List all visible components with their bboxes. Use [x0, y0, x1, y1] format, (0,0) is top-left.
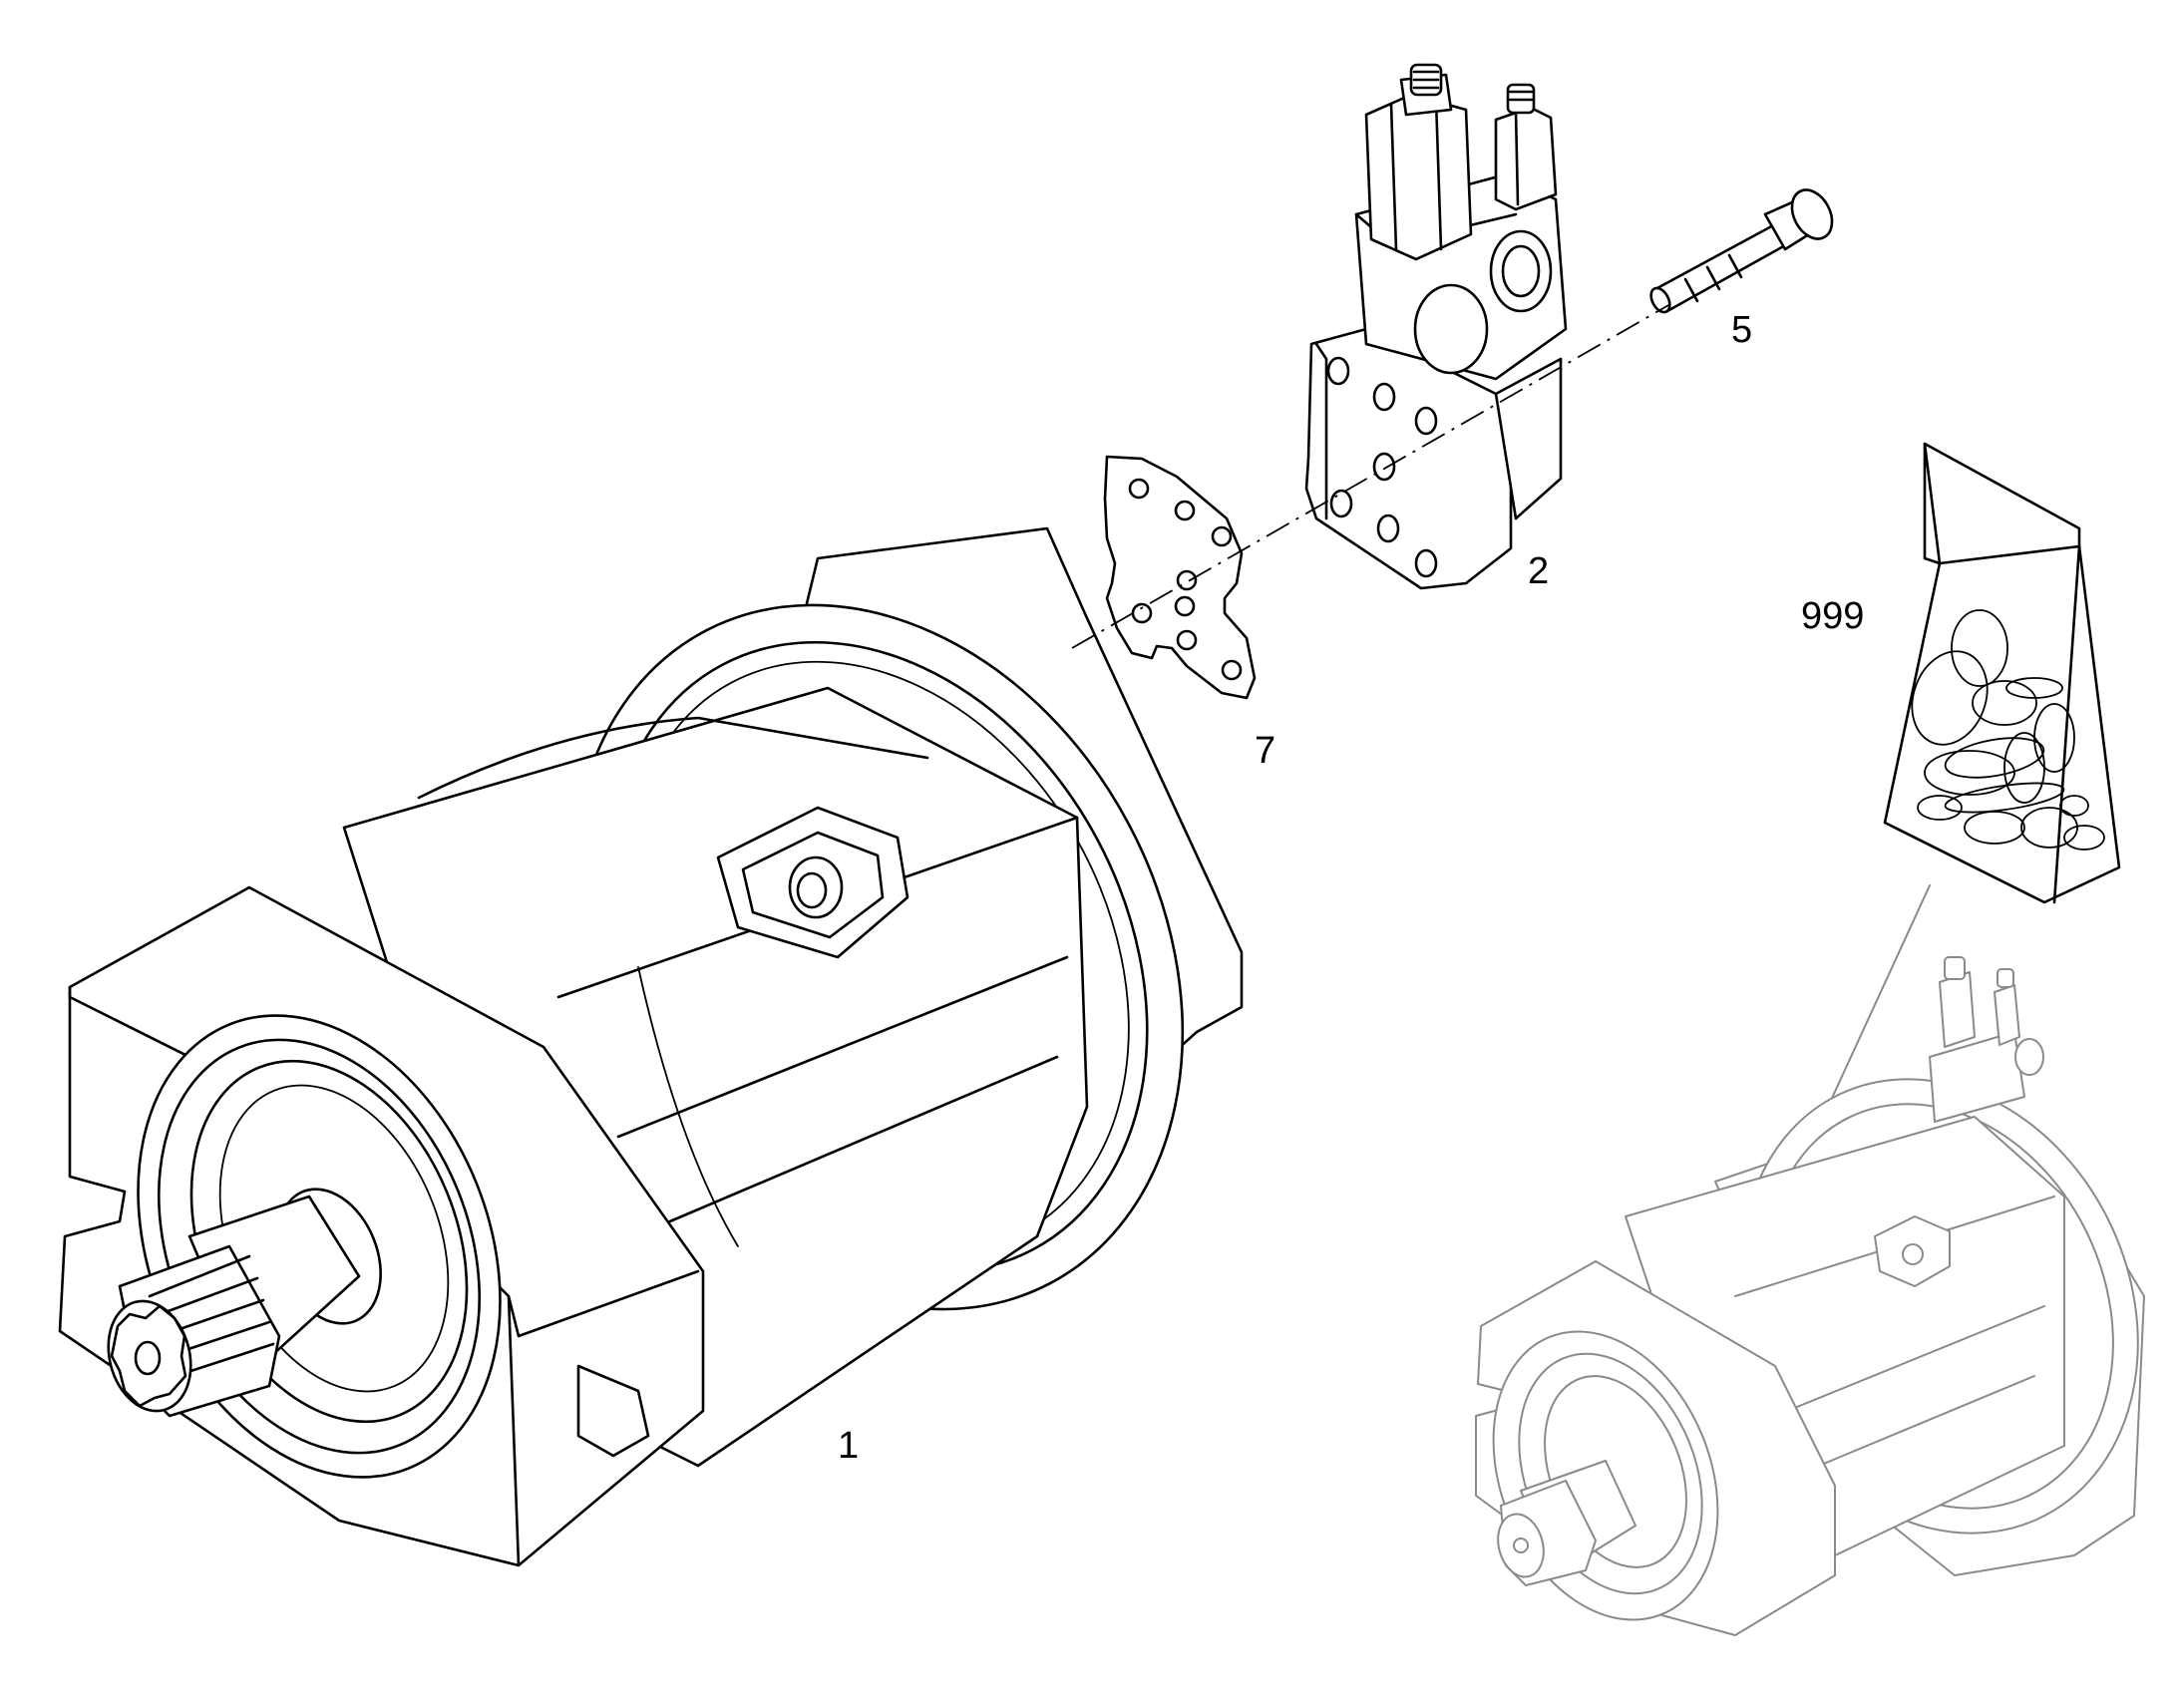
- valve-block-part-2: [1304, 63, 1568, 590]
- bolt-part-5: [1649, 188, 1834, 314]
- reference-assembly-view: [1475, 884, 2145, 1636]
- label-part-5: 5: [1731, 309, 1752, 351]
- hydraulic-motor-part-1: [58, 526, 1244, 1567]
- seal-kit-bag-part-999: [1883, 442, 2121, 904]
- label-part-2: 2: [1528, 550, 1549, 592]
- assembly-axis-line: [1071, 303, 1671, 649]
- label-part-1: 1: [838, 1425, 859, 1467]
- gasket-part-7: [1103, 455, 1257, 700]
- label-part-7: 7: [1255, 730, 1275, 772]
- label-part-999: 999: [1801, 595, 1864, 637]
